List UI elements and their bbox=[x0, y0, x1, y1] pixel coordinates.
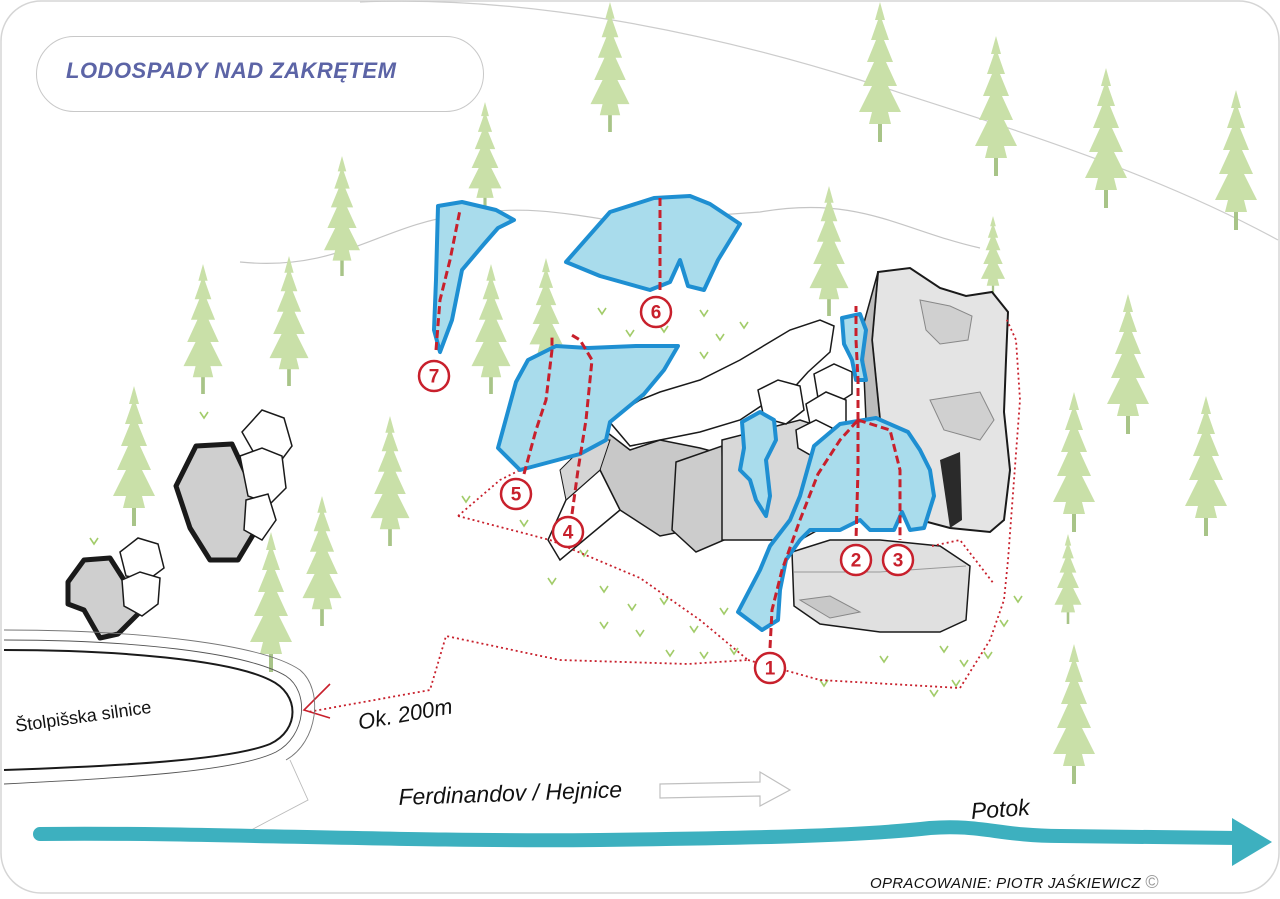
credit-text: OPRACOWANIE: PIOTR JAŚKIEWICZ bbox=[870, 875, 1141, 892]
road bbox=[3, 629, 315, 837]
route-lines bbox=[434, 196, 902, 649]
ice-fall-6 bbox=[564, 194, 742, 292]
tree-icon bbox=[471, 264, 511, 394]
route-line-3 bbox=[857, 418, 902, 540]
hill-contour bbox=[359, 0, 1279, 241]
route-line-4 bbox=[569, 332, 594, 515]
tree-icon bbox=[981, 216, 1005, 296]
tree-icon bbox=[302, 496, 342, 626]
tree-icon bbox=[324, 156, 360, 276]
grass bbox=[89, 307, 1023, 698]
stream-label: Potok bbox=[970, 793, 1031, 824]
ice-fall-5-4 bbox=[496, 344, 680, 472]
tree-icon bbox=[269, 256, 309, 386]
tree-icon bbox=[1054, 534, 1082, 624]
tree-icon bbox=[183, 264, 223, 394]
tree-icon bbox=[809, 186, 849, 316]
route-line-1-top bbox=[854, 306, 860, 420]
tree-icon bbox=[113, 386, 155, 526]
tree-icon bbox=[250, 532, 292, 672]
ice-fall-top bbox=[840, 312, 868, 382]
route-marker-1[interactable]: 1 bbox=[753, 651, 787, 685]
map-title: LODOSPADY NAD ZAKRĘTEM bbox=[66, 58, 397, 83]
tree-icon bbox=[1053, 644, 1095, 784]
tree-icon bbox=[370, 416, 410, 546]
ice-fall-1-2-3 bbox=[736, 416, 936, 632]
route-number-6: 6 bbox=[651, 303, 662, 324]
copyright-icon: © bbox=[1145, 872, 1159, 892]
stream bbox=[33, 820, 1245, 848]
route-number-1: 1 bbox=[765, 659, 776, 680]
route-marker-4[interactable]: 4 bbox=[551, 515, 585, 549]
route-number-3: 3 bbox=[893, 551, 904, 572]
tree-icon bbox=[1185, 396, 1227, 536]
path-arrow bbox=[302, 683, 331, 719]
tree-icon bbox=[1107, 294, 1149, 434]
tree-icon bbox=[1085, 68, 1127, 208]
tree-icon bbox=[975, 36, 1017, 176]
rock-massif bbox=[547, 266, 1012, 633]
boulder-group-left-lower bbox=[65, 537, 165, 641]
stream-arrow-icon bbox=[1232, 818, 1272, 866]
route-marker-7[interactable]: 7 bbox=[417, 359, 451, 393]
tree-icon bbox=[859, 2, 901, 142]
route-number-4: 4 bbox=[563, 523, 574, 544]
route-marker-6[interactable]: 6 bbox=[639, 295, 673, 329]
tree-icon bbox=[1215, 90, 1257, 230]
route-number-7: 7 bbox=[429, 367, 440, 388]
route-marker-2[interactable]: 2 bbox=[839, 543, 873, 577]
route-marker-5[interactable]: 5 bbox=[499, 477, 533, 511]
ice-fall-small-left bbox=[738, 410, 778, 518]
route-line-2 bbox=[854, 420, 860, 541]
approach-path bbox=[307, 317, 1021, 713]
route-number-5: 5 bbox=[511, 485, 522, 506]
boulder-group-left-upper bbox=[173, 409, 293, 563]
route-number-2: 2 bbox=[851, 551, 862, 572]
tree-icon bbox=[468, 102, 502, 212]
route-line-1 bbox=[768, 418, 860, 649]
route-marker-3[interactable]: 3 bbox=[881, 543, 915, 577]
route-line-7 bbox=[434, 209, 462, 351]
title-box bbox=[36, 36, 484, 112]
credit: OPRACOWANIE: PIOTR JAŚKIEWICZ © bbox=[870, 872, 1159, 893]
route-line-5 bbox=[522, 336, 554, 475]
destination-arrow bbox=[659, 770, 792, 807]
route-markers: 1 2 3 4 5 6 7 bbox=[417, 295, 915, 685]
tree-icon bbox=[1053, 392, 1095, 532]
